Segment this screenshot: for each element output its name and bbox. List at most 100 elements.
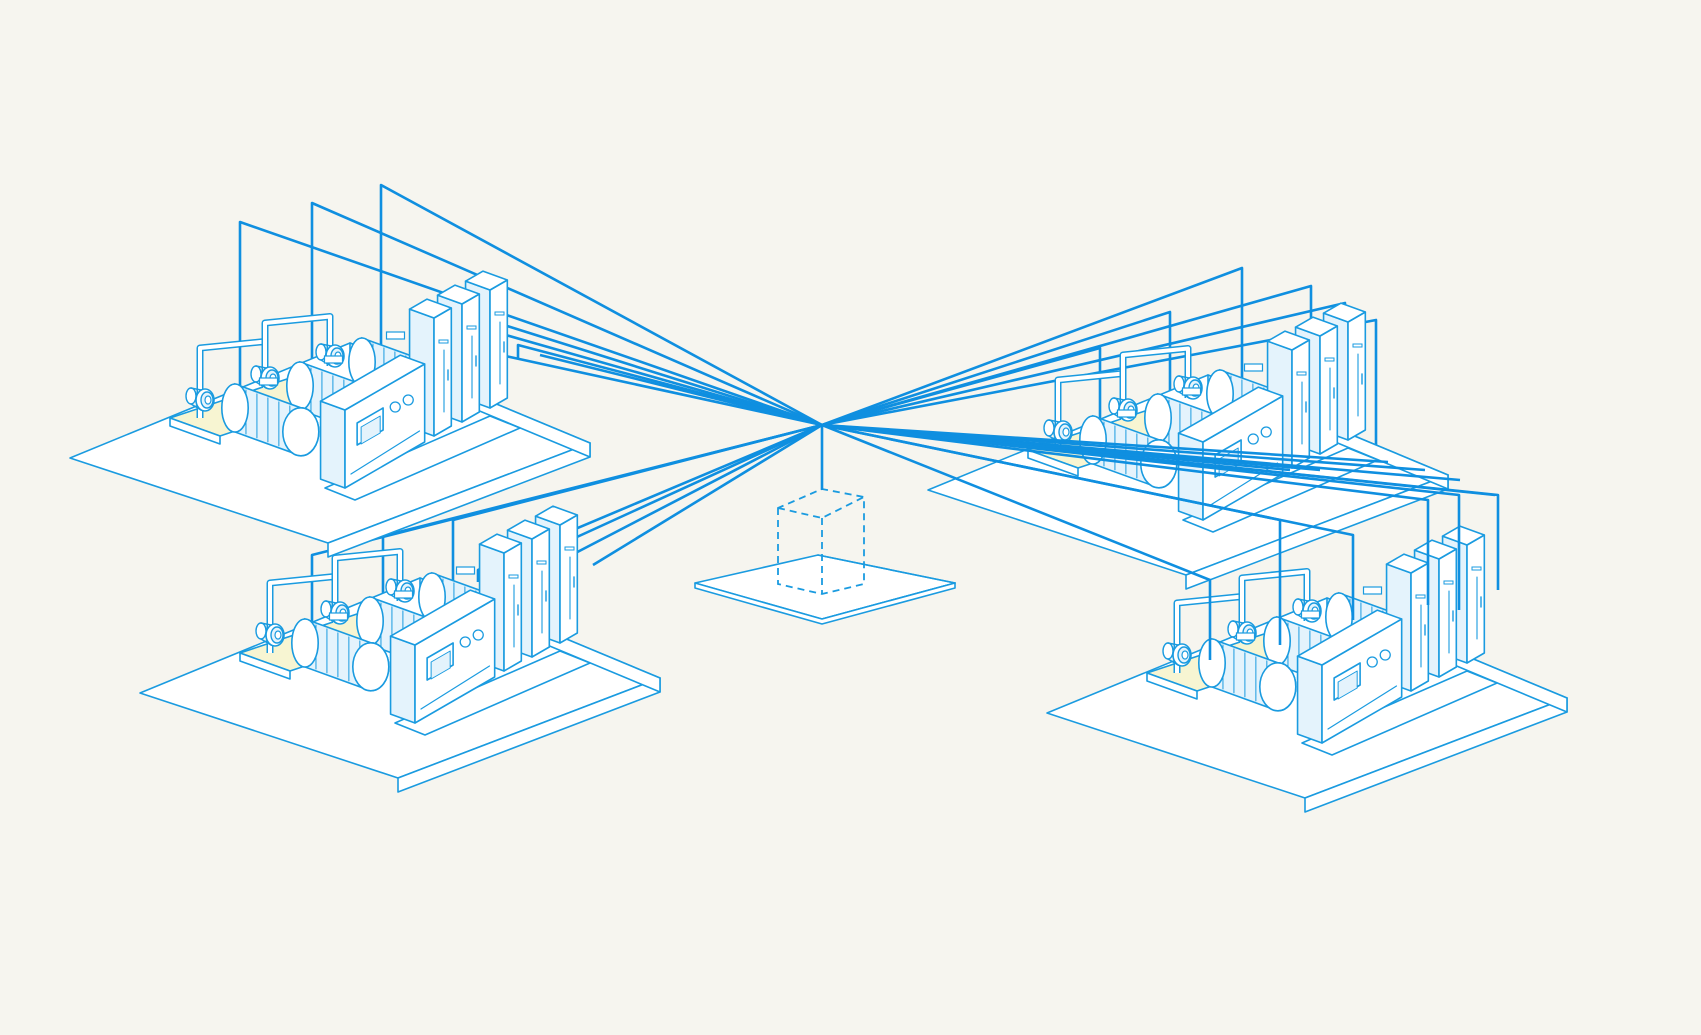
station-bottom-left-pump-icon-inlet xyxy=(255,622,267,640)
station-bottom-right-cabinet-icon-front xyxy=(1466,534,1486,664)
wire-bottom-right xyxy=(821,423,1212,660)
wire-top-left-panel xyxy=(539,353,823,427)
station-top-right-skid-edge xyxy=(1027,449,1079,477)
station-top-left-control-panel-icon-screen-inner xyxy=(360,415,381,445)
wire-bottom-left xyxy=(476,423,823,582)
station-top-left-motor-icon-terminal xyxy=(258,377,279,386)
station-bottom-left-cabinet-icon-top xyxy=(478,533,523,554)
station-top-left-pump-icon-inlet-top xyxy=(190,387,202,391)
dashed-box-top-edge xyxy=(777,496,865,519)
station-top-right-cabinet-icon-label xyxy=(1296,371,1307,376)
station-top-right-cabinet-icon-top xyxy=(1266,330,1311,351)
station-bottom-left-control-panel-icon-kick xyxy=(420,665,491,710)
station-bottom-left-motor-icon-terminal xyxy=(393,590,414,599)
wire-top-right xyxy=(821,266,1244,427)
station-bottom-right-pump-icon-inlet-top xyxy=(1232,620,1244,624)
station-top-right-motor-icon-terminal xyxy=(1243,363,1264,372)
wire-bottom-right xyxy=(821,423,1430,605)
station-top-left-cabinet-icon-label xyxy=(438,339,449,344)
station-bottom-left-cabinet-icon-top xyxy=(534,505,579,526)
station-bottom-left-control-panel-icon-dial xyxy=(472,629,484,641)
station-bottom-left-motor-icon-end xyxy=(351,641,390,692)
station-bottom-right xyxy=(1046,525,1568,813)
station-bottom-left-control-panel-icon-top xyxy=(389,589,496,646)
station-top-left-skid-edge xyxy=(169,417,221,445)
station-bottom-right-control-panel-icon-left xyxy=(1296,655,1323,744)
station-bottom-right-pump-icon-hub xyxy=(1181,650,1189,660)
station-top-left-pump-icon-inlet xyxy=(185,387,197,405)
station-bottom-right-control-panel-icon-dial xyxy=(1379,649,1391,661)
station-bottom-left-control-panel-icon-left xyxy=(389,635,416,724)
stations-layer xyxy=(69,270,1568,813)
wire-fan xyxy=(821,423,1389,464)
station-top-right-pump-icon-inlet-top xyxy=(1048,419,1060,423)
station-bottom-left-pump-icon-inlet-bot xyxy=(260,638,272,646)
station-bottom-right-cabinet-icon-label xyxy=(1471,566,1482,571)
wire-top-left-cabinet xyxy=(516,343,823,427)
station-top-left-pipe-b-inner xyxy=(263,314,332,388)
station-top-right-control-panel-icon-top xyxy=(1177,386,1284,443)
station-top-left-control-panel-icon-top xyxy=(319,354,426,411)
wire-top-left-pump xyxy=(379,183,823,427)
station-bottom-right-control-panel-icon-dial xyxy=(1366,656,1378,668)
station-bottom-left-skid-edge xyxy=(239,652,291,680)
station-bottom-right-cabinet-base xyxy=(1301,670,1498,756)
station-bottom-right-cabinet-icon-label xyxy=(1415,594,1426,599)
station-top-right-cabinet-icon-front xyxy=(1291,339,1311,469)
station-bottom-left-pump-icon-inlet-top xyxy=(260,622,272,626)
station-top-left-motor-icon-flange xyxy=(285,361,314,411)
station-bottom-right-control-panel-icon-screen-inner xyxy=(1337,670,1358,700)
station-top-left xyxy=(69,270,591,558)
station-top-left-cabinet-icon-front xyxy=(433,307,453,437)
station-top-left-motor-icon-end xyxy=(281,406,320,457)
station-top-right-cabinet-icon-label xyxy=(1352,343,1363,348)
station-top-left-control-panel-icon-left xyxy=(319,400,346,489)
station-top-left-cabinet-icon-label xyxy=(466,325,477,330)
station-bottom-right-cabinet-icon-front xyxy=(1410,562,1430,692)
station-bottom-left-cabinet-icon-label xyxy=(564,546,575,551)
station-top-right-control-panel-icon-dial xyxy=(1247,433,1259,445)
station-top-left-motor-icon-terminal xyxy=(385,331,406,340)
wire-fan xyxy=(821,423,1251,472)
station-top-left-motor-icon-terminal xyxy=(323,355,344,364)
station-top-left-cabinet-icon-front xyxy=(489,279,509,409)
station-bottom-right-cabinet-icon-front xyxy=(1438,548,1458,678)
wire-bottom-left xyxy=(451,423,823,592)
wire-bottom-left xyxy=(592,423,823,567)
station-bottom-right-motor-icon-flange xyxy=(1263,616,1292,666)
station-bottom-right-cabinet-icon-top xyxy=(1385,553,1430,574)
wire-top-left-pump xyxy=(238,220,823,427)
station-top-right-motor-icon-terminal xyxy=(1181,387,1202,396)
station-top-left-cabinet-icon-top xyxy=(436,284,481,305)
wires-front-layer xyxy=(820,423,1500,660)
station-top-left-cabinet-icon-top xyxy=(408,298,453,319)
station-bottom-left-motor-icon-flange xyxy=(355,596,384,646)
station-bottom-left-cabinet-icon-label xyxy=(508,574,519,579)
station-top-left-control-panel-icon-dial xyxy=(402,394,414,406)
station-top-right-cabinet-icon-label xyxy=(1324,357,1335,362)
station-top-right-cabinet-icon-top xyxy=(1294,316,1339,337)
station-top-right-cabinet-icon-top xyxy=(1322,302,1367,323)
station-top-right-cabinet-icon-front xyxy=(1319,325,1339,455)
wire-bottom-right xyxy=(821,423,1355,620)
station-bottom-left-control-panel-icon-dial xyxy=(459,636,471,648)
station-bottom-right-cabinet-icon-label xyxy=(1443,580,1454,585)
station-bottom-left-cabinet-icon-front xyxy=(531,528,551,658)
station-bottom-left-motor-icon-terminal xyxy=(455,566,476,575)
station-bottom-right-pump-icon-inlet-bot xyxy=(1167,658,1179,666)
central-platform-edge xyxy=(694,582,956,625)
station-bottom-right-motor-icon-terminal xyxy=(1362,586,1383,595)
station-bottom-right-pipe-b-inner xyxy=(1240,569,1309,643)
station-top-right-pipe-b-inner xyxy=(1121,346,1190,420)
station-bottom-left-pump-icon-inlet-top xyxy=(390,578,402,582)
station-top-left-motor-icon-flange xyxy=(221,383,250,433)
station-top-left-pump-icon-inlet-bot xyxy=(190,403,202,411)
station-top-right-motor-icon-flange xyxy=(1144,393,1173,443)
station-top-left-control-panel-icon-dial xyxy=(389,401,401,413)
station-top-right-pump-icon-inlet-top xyxy=(1178,375,1190,379)
station-top-left-pump-icon-inlet-top xyxy=(255,365,267,369)
station-bottom-left-cabinet-icon-top xyxy=(506,519,551,540)
station-top-right-pump-icon-inlet-top xyxy=(1113,397,1125,401)
station-top-right xyxy=(927,302,1449,590)
